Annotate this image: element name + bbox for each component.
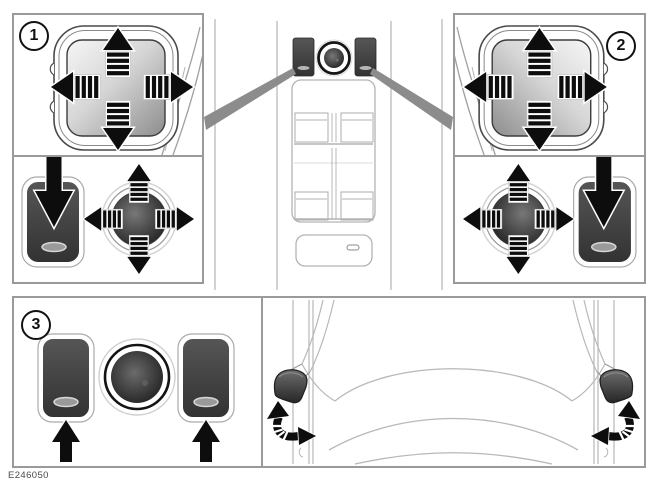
- callout-3: 3: [21, 310, 51, 340]
- panel-left-mirror-adjust: [12, 13, 204, 284]
- joystick-knob-icon: [111, 351, 163, 403]
- fold-buttons-cell: [14, 298, 263, 466]
- callout-2: 2: [606, 31, 636, 61]
- fold-left-button: [41, 337, 91, 419]
- mirror-select-left-button: [292, 37, 315, 77]
- press-button-arrow-icon: [50, 418, 82, 464]
- right-button-indicator: [359, 66, 372, 70]
- figure-code: E246050: [8, 470, 49, 481]
- mirror-select-and-joystick-icon: [455, 157, 644, 282]
- window-switch-bank-icon: [291, 79, 376, 223]
- right-button-indicator: [193, 396, 219, 408]
- lock-switch: [295, 234, 373, 267]
- fold-right-button: [181, 337, 231, 419]
- mirror-select-right-button: [354, 37, 377, 77]
- door-switch-panel-icon: [214, 19, 443, 290]
- callout-1-label: 1: [29, 27, 39, 44]
- joystick-knob-icon: [324, 48, 344, 68]
- car-left-side: [265, 299, 336, 464]
- car-top-view-icon: [265, 298, 644, 466]
- left-button-indicator: [297, 66, 310, 70]
- car-body-curves: [328, 368, 579, 465]
- car-right-side: [572, 300, 640, 464]
- car-top-view-cell: [263, 298, 644, 466]
- door-mirror-folded: [273, 369, 308, 404]
- press-button-arrow-icon: [190, 418, 222, 464]
- callout-2-label: 2: [616, 37, 626, 54]
- door-trim-lines: [214, 19, 443, 290]
- panel-fold-mirrors: [12, 296, 646, 468]
- left-mirror-control-cell: [14, 157, 202, 282]
- left-button-indicator: [53, 396, 79, 408]
- right-mirror-control-cell: [455, 157, 644, 282]
- door-switch-panel-illustration: [204, 13, 453, 290]
- mirror-fold-arrow-icon: [265, 399, 318, 447]
- callout-3-label: 3: [31, 316, 41, 333]
- right-mirror-direction-cell: [455, 15, 644, 157]
- callout-1: 1: [19, 21, 49, 51]
- lock-switch-indicator: [346, 244, 360, 251]
- left-mirror-direction-cell: [14, 15, 202, 157]
- mirror-select-and-joystick-icon: [14, 157, 202, 282]
- mirror-select-cluster: [292, 37, 377, 77]
- fold-buttons-icon: [37, 333, 235, 464]
